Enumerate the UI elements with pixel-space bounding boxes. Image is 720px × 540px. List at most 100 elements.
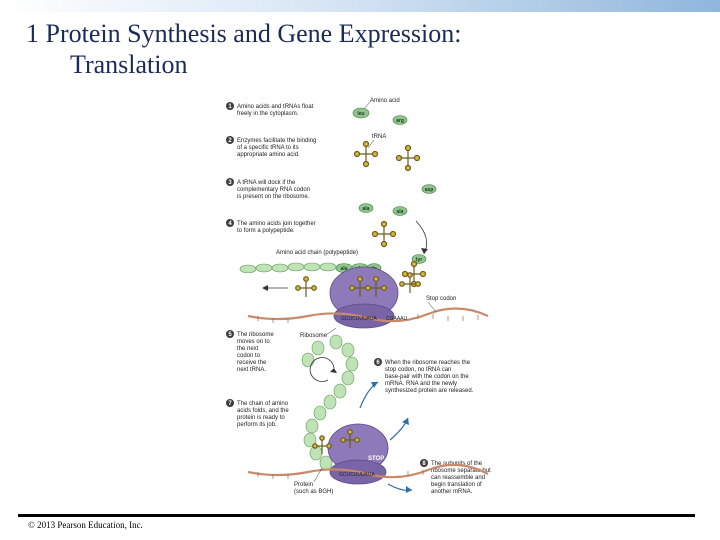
title-line-1: 1 Protein Synthesis and Gene Expression: — [26, 19, 462, 48]
step-5-text-line-3: the next — [237, 346, 259, 352]
amino-acid-bead-tyr: tyr — [411, 254, 427, 264]
docking-arrowhead — [421, 248, 428, 254]
amino-acid-bead-arg: arg — [392, 115, 408, 125]
copyright-notice: © 2013 Pearson Education, Inc. — [28, 520, 143, 530]
step-6-text-line-4: mRNA. RNA and the newly — [385, 381, 457, 387]
step-7-text-line-2: acids folds, and the — [237, 408, 289, 414]
folding-protein-chain — [301, 334, 359, 471]
trna-free-4 — [401, 260, 427, 288]
trna-label: tRNA — [372, 134, 386, 140]
codon-sequence-3: GCUCUUUAUA — [339, 472, 376, 478]
step-3-text-line-3: is present on the ribosome. — [237, 194, 310, 200]
step-3: 3 A tRNA will dock if the complementary … — [226, 178, 310, 200]
step-6-text-line-2: stop codon, no tRNA can — [385, 367, 451, 373]
subunit-separation-arrowhead-down — [406, 486, 412, 493]
trna-free-3 — [371, 220, 397, 248]
step-1-text-line-1: Amino acids and tRNAs float — [237, 104, 314, 110]
free-amino-acids: leu arg asp ala ala tyr — [352, 107, 437, 264]
step-3-number: 3 — [228, 180, 232, 186]
amino-acid-tag-ala: ala — [363, 206, 370, 212]
trna-pointer — [367, 139, 375, 149]
step-5-number: 5 — [228, 332, 232, 338]
footer-rule — [18, 514, 695, 517]
step-4: 4 The amino acids join together to form … — [226, 219, 316, 234]
step-4-number: 4 — [228, 221, 232, 227]
amino-acid-bead-leu: leu — [352, 107, 370, 119]
step-2-number: 2 — [228, 138, 232, 144]
step-7-text-line-4: perform its job. — [237, 422, 277, 428]
step-8-text-line-2: ribosome separate but — [431, 468, 491, 474]
step-5-text-line-4: codon to — [237, 353, 261, 359]
step-1-number: 1 — [228, 104, 232, 110]
chain-tag-ala: ala — [341, 266, 348, 272]
slide-title: 1 Protein Synthesis and Gene Expression:… — [26, 18, 461, 80]
step-5-text-line-5: receive the — [237, 360, 267, 366]
step-6: 6 When the ribosome reaches the stop cod… — [374, 358, 474, 394]
amino-acid-label: Amino acid — [370, 98, 400, 104]
step-5: 5 The ribosome moves on to the next codo… — [226, 330, 274, 373]
step-2-text-line-1: Enzymes facilitate the binding — [237, 138, 316, 144]
step-8-badge — [420, 459, 428, 467]
translation-diagram-svg: 1 Amino acids and tRNAs float freely in … — [226, 98, 491, 495]
amino-acid-chain-label: Amino acid chain (polypeptide) — [276, 250, 358, 256]
stop-codon-label: Stop codon — [426, 296, 456, 302]
fold-rotation-arrowhead — [330, 368, 337, 373]
codon-sequence-2: CGAAAU — [386, 316, 408, 322]
step-2: 2 Enzymes facilitate the binding of a sp… — [226, 136, 316, 158]
translation-diagram: 1 Amino acids and tRNAs float freely in … — [218, 88, 502, 506]
step-4-badge — [226, 219, 234, 227]
step-4-text-line-2: to form a polypeptide. — [237, 228, 295, 234]
step-8-text-line-4: begin translation of — [431, 482, 482, 488]
protein-label-line-1: Protein — [294, 482, 313, 488]
step-1-badge — [226, 102, 234, 110]
amino-acid-bead-asp: asp — [421, 184, 437, 194]
ribosome-pointer — [325, 327, 337, 336]
mrna-strand-2 — [247, 463, 489, 479]
mrna-1-bases — [257, 314, 479, 323]
amino-acid-tag-tyr: tyr — [416, 257, 422, 263]
amino-acid-bead-ala-2: ala — [392, 206, 408, 216]
protein-pointer — [313, 467, 323, 483]
amino-acid-tag-ala-2: ala — [397, 209, 404, 215]
step-7-text-line-3: protein is ready to — [237, 415, 285, 421]
ribosome-direction-arrowhead — [262, 285, 268, 291]
step-1-text-line-2: freely in the cytoplasm. — [237, 111, 299, 117]
step-8-text-line-3: can reassemble and — [431, 475, 485, 481]
release-arrowhead — [371, 382, 378, 388]
step-8-text-line-5: another mRNA. — [431, 489, 473, 495]
step-3-badge — [226, 178, 234, 186]
step-2-text-line-3: appropriate amino acid. — [237, 152, 300, 158]
top-gradient-bar — [0, 0, 720, 12]
step-3-text-line-2: complementary RNA codon — [237, 187, 310, 193]
amino-acid-tag-asp: asp — [425, 187, 434, 193]
step-5-text-line-1: The ribosome — [237, 332, 274, 338]
step-7-number: 7 — [228, 401, 232, 407]
trna-free-1 — [353, 140, 379, 168]
fold-rotation-arrow — [309, 357, 335, 382]
ribosome-1 — [295, 266, 421, 329]
step-5-text-line-2: moves on to — [237, 339, 270, 345]
step-5-badge — [226, 330, 234, 338]
amino-acid-tag-arg: arg — [396, 118, 404, 124]
amino-acid-tag-leu: leu — [357, 111, 364, 117]
step-3-text-line-1: A tRNA will dock if the — [237, 180, 296, 186]
subunit-separation-arrowhead-up — [402, 418, 409, 425]
mrna-2-bases — [257, 470, 424, 479]
step-4-text-line-1: The amino acids join together — [237, 221, 316, 227]
step-7-text-line-1: The chain of amino — [237, 401, 289, 407]
step-5-text-line-6: next tRNA. — [237, 367, 266, 373]
title-line-2: Translation — [70, 50, 188, 79]
stop-codon-pointer — [427, 301, 437, 313]
step-6-number: 6 — [376, 360, 380, 366]
stop-label: STOP — [368, 456, 384, 462]
step-1: 1 Amino acids and tRNAs float freely in … — [226, 102, 314, 117]
step-7-badge — [226, 399, 234, 407]
step-6-text-line-3: base-pair with the codon on the — [385, 374, 469, 380]
step-6-text-line-1: When the ribosome reaches the — [385, 360, 471, 366]
step-6-text-line-5: synthesized protein are released. — [385, 388, 474, 394]
step-7: 7 The chain of amino acids folds, and th… — [226, 399, 289, 428]
codon-sequence-1: GCUCUUUAUA — [341, 316, 378, 322]
ribosome-label: Ribosome — [300, 333, 328, 339]
step-2-badge — [226, 136, 234, 144]
trna-free-2 — [395, 144, 421, 172]
